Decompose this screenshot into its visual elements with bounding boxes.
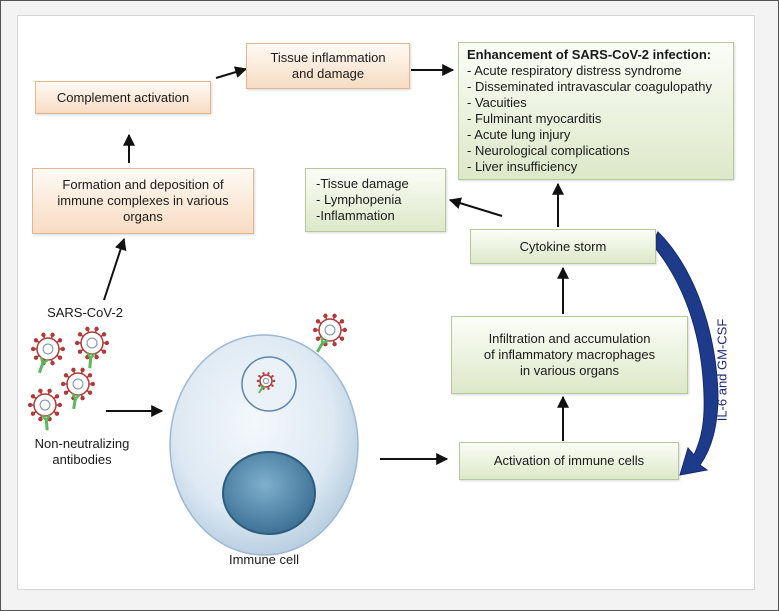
enhancement-item: - Acute lung injury: [467, 127, 571, 142]
arrow-storm-to-effects: [448, 197, 503, 217]
formation-deposition-box: Formation and deposition of immune compl…: [32, 168, 254, 234]
sars-cov-2-label: SARS-CoV-2: [47, 305, 123, 320]
virus-with-antibody-icon: [74, 326, 110, 369]
infiltration-box: Infiltration and accumulation of inflamm…: [451, 316, 688, 394]
enhancement-item: - Acute respiratory distress syndrome: [467, 63, 682, 78]
virus-with-antibody-icon: [256, 372, 276, 394]
virus-with-antibody-icon: [312, 313, 348, 353]
cytokine-storm-box: Cytokine storm: [470, 229, 656, 264]
virus-with-antibody-icon: [60, 367, 96, 410]
arrow-complement-to-inflammation: [215, 66, 248, 79]
enhancement-item: - Neurological complications: [467, 143, 630, 158]
non-neutralizing-antibodies-label: Non-neutralizing antibodies: [34, 436, 130, 467]
immune-cell-label: Immune cell: [228, 552, 300, 567]
enhancement-item: - Liver insufficiency: [467, 159, 578, 174]
flow-arrows: [103, 64, 569, 465]
virus-with-antibody-icon: [30, 332, 66, 374]
tissue-inflammation-box: Tissue inflammation and damage: [246, 43, 410, 89]
enhancement-title: Enhancement of SARS-CoV-2 infection:: [467, 47, 712, 62]
enhancement-box: Enhancement of SARS-CoV-2 infection: - A…: [458, 42, 734, 180]
activation-immune-box: Activation of immune cells: [459, 442, 679, 480]
enhancement-item: - Vacuities: [467, 95, 527, 110]
virus-with-antibody-icon: [27, 388, 63, 431]
effects-item: - Lymphopenia: [316, 192, 402, 207]
effects-item: -Tissue damage: [316, 176, 409, 191]
complement-activation-box: Complement activation: [35, 81, 211, 114]
virus-particles: [27, 313, 348, 431]
arrow-sars-to-formation: [103, 237, 127, 301]
enhancement-item: - Disseminated intravascular coagulopath…: [467, 79, 712, 94]
il6-gmcsf-label: IL-6 and GM-CSF: [714, 318, 730, 422]
il6-gmcsf-arrow: [651, 231, 719, 476]
effects-box: -Tissue damage - Lymphopenia -Inflammati…: [305, 168, 446, 232]
immune-cell: [169, 334, 359, 556]
effects-item: -Inflammation: [316, 208, 395, 223]
enhancement-item: - Fulminant myocarditis: [467, 111, 602, 126]
